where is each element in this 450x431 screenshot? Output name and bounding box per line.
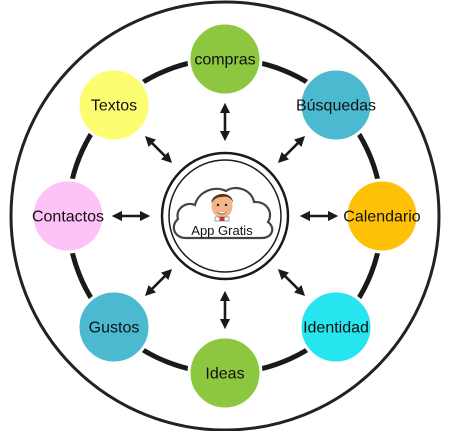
node-busquedas-label: Búsquedas	[296, 98, 376, 115]
node-compras-label: compras	[194, 52, 255, 69]
node-contactos-label: Contactos	[32, 209, 104, 226]
node-calendario-label: Calendario	[343, 209, 420, 226]
node-busquedas-circle	[298, 67, 374, 143]
node-gustos: Gustos	[76, 289, 152, 365]
arrows-group	[111, 102, 339, 330]
node-calendario: Calendario	[343, 178, 421, 254]
face-avatar	[211, 193, 233, 222]
node-textos-label: Textos	[91, 98, 137, 115]
node-gustos-circle	[76, 289, 152, 365]
node-contactos: Contactos	[30, 178, 106, 254]
arrow-busquedas-icon	[277, 135, 306, 164]
node-textos-circle	[76, 67, 152, 143]
node-ideas-circle	[187, 335, 263, 411]
node-compras-circle	[187, 21, 263, 97]
nodes-group: comprasBúsquedasCalendarioIdentidadIdeas…	[30, 21, 421, 411]
center-hub: App Gratis	[160, 151, 290, 281]
node-textos: Textos	[76, 67, 152, 143]
arrow-gustos-icon	[144, 268, 173, 297]
node-calendario-circle	[344, 178, 420, 254]
node-identidad: Identidad	[298, 289, 374, 365]
node-ideas-label: Ideas	[205, 366, 244, 383]
arrow-identidad-icon	[277, 268, 306, 297]
node-contactos-circle	[30, 178, 106, 254]
person-in-cloud-icon: App Gratis	[172, 186, 274, 240]
node-ideas: Ideas	[187, 335, 263, 411]
arrow-textos-icon	[144, 135, 173, 164]
node-gustos-label: Gustos	[89, 320, 140, 337]
node-busquedas: Búsquedas	[296, 67, 376, 143]
node-identidad-circle	[298, 289, 374, 365]
node-compras: compras	[187, 21, 263, 97]
center-label: App Gratis	[191, 223, 253, 238]
node-identidad-label: Identidad	[303, 320, 369, 337]
